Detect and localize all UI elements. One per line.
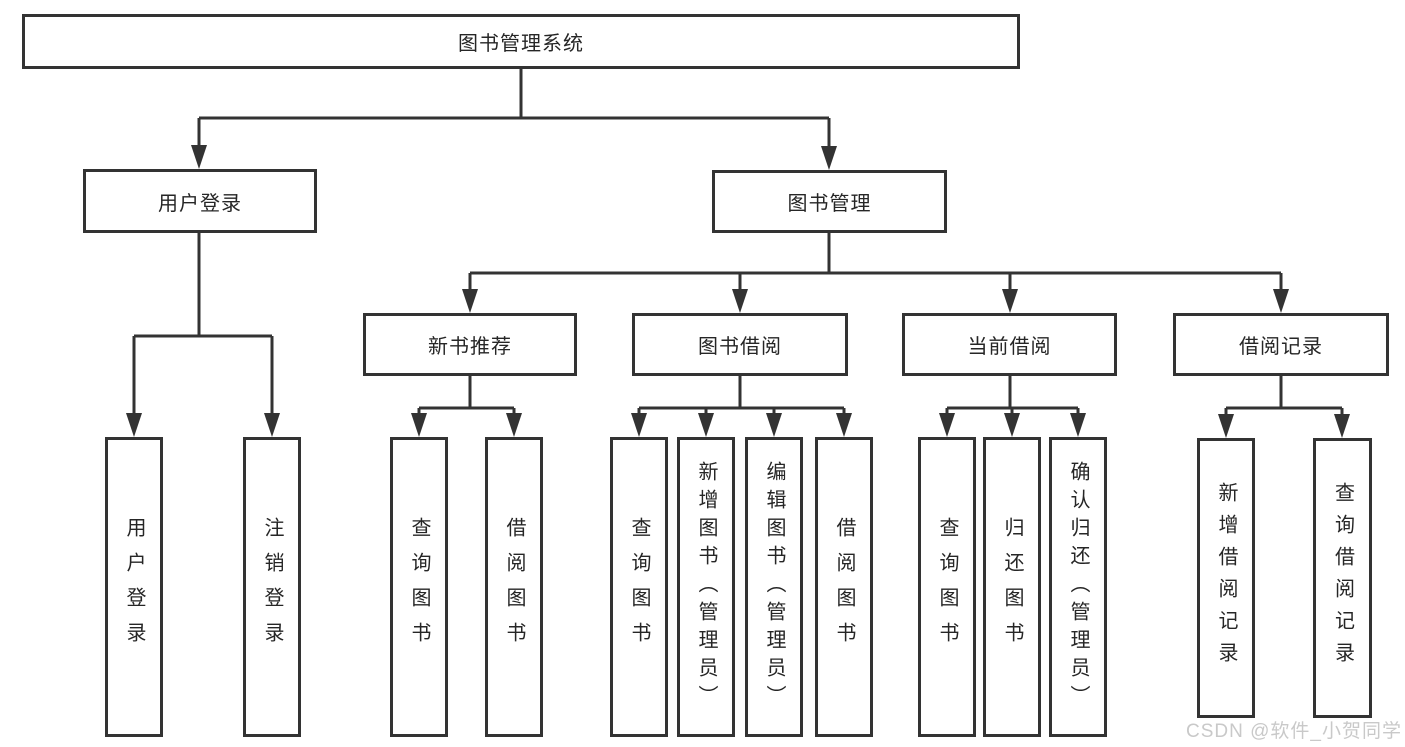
leaf-user-login-label: 用户登录	[123, 517, 145, 657]
leaf-current-query-books-label: 查询图书	[936, 517, 958, 657]
leaf-borrow-borrow-books: 借阅图书	[815, 437, 873, 737]
leaf-logout: 注销登录	[243, 437, 301, 737]
leaf-borrow-edit-books-label: 编辑图书（管理员）	[763, 461, 785, 713]
leaf-user-login: 用户登录	[105, 437, 163, 737]
leaf-current-return-books: 归还图书	[983, 437, 1041, 737]
node-user-login: 用户登录	[83, 169, 317, 233]
leaf-recommend-query-books-label: 查询图书	[408, 517, 430, 657]
leaf-logout-label: 注销登录	[261, 517, 283, 657]
node-book-management-label: 图书管理	[787, 193, 872, 215]
leaf-recommend-borrow-books: 借阅图书	[485, 437, 543, 737]
node-book-borrow: 图书借阅	[632, 313, 848, 376]
node-new-book-recommend-label: 新书推荐	[428, 336, 512, 358]
node-borrow-records-label: 借阅记录	[1239, 336, 1323, 358]
leaf-borrow-add-books: 新增图书（管理员）	[677, 437, 735, 737]
node-book-management: 图书管理	[712, 170, 947, 233]
leaf-borrow-add-books-label: 新增图书（管理员）	[695, 461, 717, 713]
watermark: CSDN @软件_小贺同学	[1186, 721, 1402, 742]
leaf-current-confirm-return-label: 确认归还（管理员）	[1067, 461, 1089, 713]
leaf-records-query-record: 查询借阅记录	[1313, 438, 1372, 718]
leaf-records-add-record: 新增借阅记录	[1197, 438, 1255, 718]
leaf-recommend-query-books: 查询图书	[390, 437, 448, 737]
node-user-login-label: 用户登录	[158, 192, 242, 215]
leaf-borrow-query-books-label: 查询图书	[628, 517, 650, 657]
node-borrow-records: 借阅记录	[1173, 313, 1389, 376]
node-book-borrow-label: 图书借阅	[698, 336, 782, 358]
leaf-current-confirm-return: 确认归还（管理员）	[1049, 437, 1107, 737]
leaf-current-query-books: 查询图书	[918, 437, 976, 737]
node-current-borrow: 当前借阅	[902, 313, 1117, 376]
node-root-label: 图书管理系统	[458, 33, 584, 55]
leaf-current-return-books-label: 归还图书	[1001, 517, 1023, 657]
leaf-borrow-borrow-books-label: 借阅图书	[833, 517, 855, 657]
leaf-borrow-query-books: 查询图书	[610, 437, 668, 737]
leaf-records-query-record-label: 查询借阅记录	[1331, 482, 1354, 674]
leaf-records-add-record-label: 新增借阅记录	[1215, 482, 1237, 674]
leaf-recommend-borrow-books-label: 借阅图书	[503, 517, 525, 657]
node-current-borrow-label: 当前借阅	[967, 336, 1052, 358]
leaf-borrow-edit-books: 编辑图书（管理员）	[745, 437, 803, 737]
node-new-book-recommend: 新书推荐	[363, 313, 577, 376]
node-root: 图书管理系统	[22, 14, 1020, 69]
